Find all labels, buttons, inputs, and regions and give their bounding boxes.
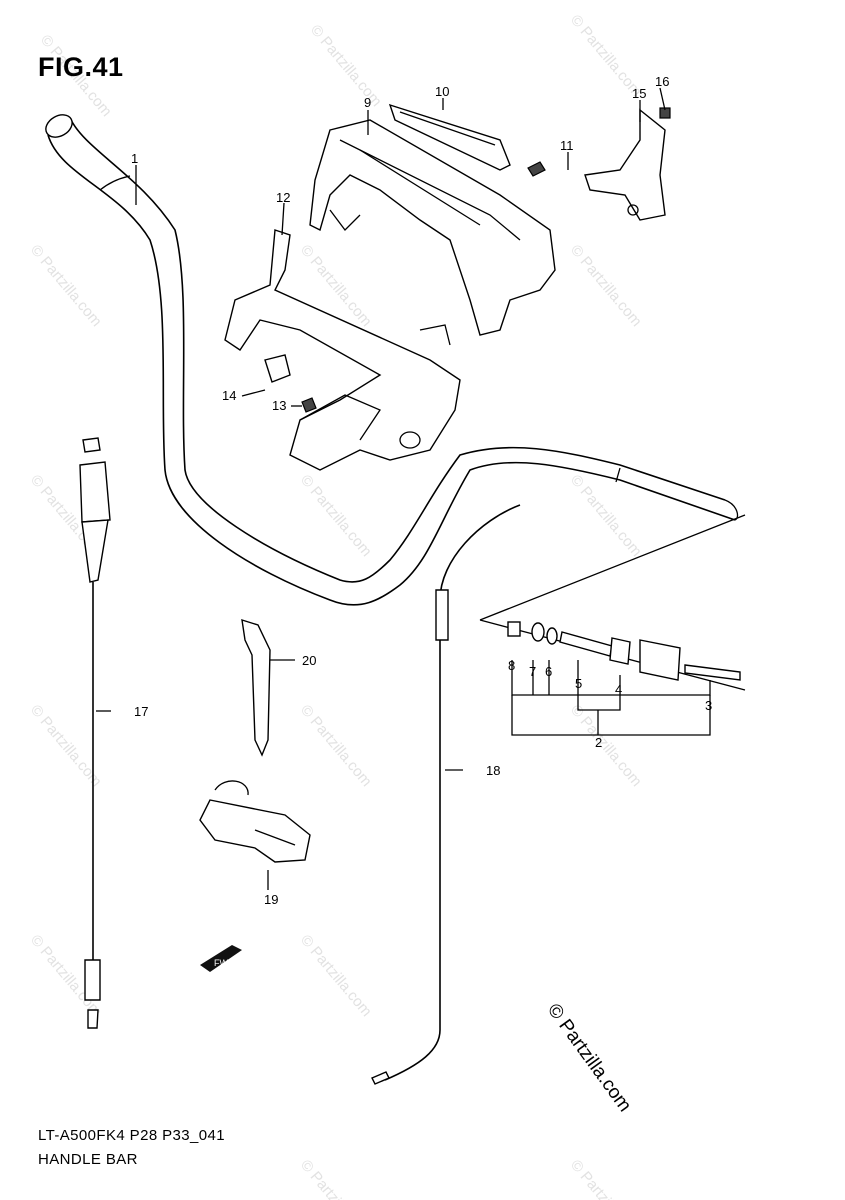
callout-11: 11 bbox=[560, 138, 574, 153]
watermark-tile: © Partzilla.com bbox=[297, 932, 375, 1020]
cable-left bbox=[79, 437, 111, 1029]
callout-10: 10 bbox=[435, 84, 449, 99]
mount-bracket bbox=[224, 229, 461, 471]
callout-9: 9 bbox=[364, 95, 371, 110]
headlight-cover bbox=[309, 103, 556, 336]
model-code: LT-A500FK4 P28 P33_041 bbox=[38, 1127, 225, 1144]
fwd-badge: FWD bbox=[200, 945, 242, 972]
callout-1: 1 bbox=[131, 151, 138, 166]
leader-lines bbox=[96, 87, 666, 890]
callout-6: 6 bbox=[545, 664, 552, 679]
callout-18: 18 bbox=[486, 763, 500, 778]
callout-14: 14 bbox=[222, 388, 236, 403]
callout-15: 15 bbox=[632, 86, 646, 101]
cable-tie bbox=[241, 618, 271, 757]
fwd-label: FWD bbox=[214, 958, 235, 968]
callout-20: 20 bbox=[302, 653, 316, 668]
callout-19: 19 bbox=[264, 892, 278, 907]
watermark-tile: © Partzilla.com bbox=[27, 242, 105, 330]
callout-4: 4 bbox=[615, 682, 622, 697]
cable-center bbox=[371, 504, 521, 1085]
callout-17: 17 bbox=[134, 704, 148, 719]
watermark-tile: © Partzilla.com bbox=[297, 472, 375, 560]
callout-5: 5 bbox=[575, 676, 582, 691]
callout-12: 12 bbox=[276, 190, 290, 205]
figure-title: FIG.41 bbox=[38, 52, 124, 82]
callouts: 1 2 3 4 5 6 7 8 9 10 11 12 13 14 15 16 1… bbox=[131, 74, 712, 907]
section-name: HANDLE BAR bbox=[38, 1151, 138, 1168]
grip-assembly bbox=[479, 514, 746, 736]
watermark-tile: © Partzilla.com bbox=[297, 1157, 375, 1200]
watermark-tile: © Partzilla.com bbox=[297, 702, 375, 790]
wire-clamp bbox=[199, 780, 311, 863]
upper-bracket bbox=[584, 107, 671, 221]
callout-8: 8 bbox=[508, 658, 515, 673]
handle-bar bbox=[45, 114, 739, 606]
callout-7: 7 bbox=[529, 664, 536, 679]
callout-16: 16 bbox=[655, 74, 669, 89]
callout-3: 3 bbox=[705, 698, 712, 713]
watermark-tile: © Partzilla.com bbox=[567, 1157, 645, 1200]
watermark-tile: © Partzilla.com bbox=[307, 22, 385, 110]
watermark-tile: © Partzilla.com bbox=[567, 702, 645, 790]
callout-2: 2 bbox=[595, 735, 602, 750]
callout-13: 13 bbox=[272, 398, 286, 413]
watermark-tile: © Partzilla.com bbox=[567, 242, 645, 330]
